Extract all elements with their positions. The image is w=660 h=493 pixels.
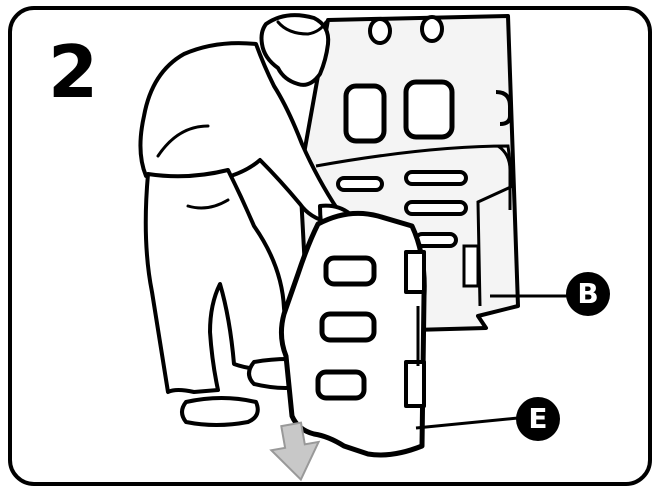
callout-b-badge: B (566, 272, 610, 316)
down-arrow-icon (269, 421, 321, 482)
side-step-piece (278, 210, 427, 458)
person-figure (138, 13, 379, 427)
illustration-frame (8, 6, 652, 486)
step-number: 2 (48, 30, 99, 114)
callout-e-badge: E (516, 397, 560, 441)
callout-e-leader (415, 416, 519, 430)
